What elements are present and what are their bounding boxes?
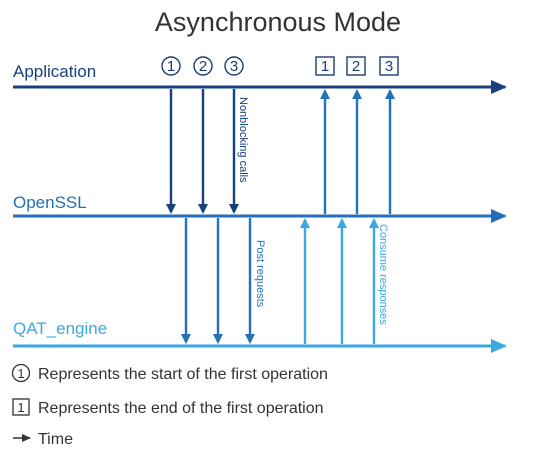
end-marker-2: 2 — [346, 56, 366, 76]
start-marker-3-label: 3 — [230, 58, 238, 75]
legend-end-symbol: 1 — [17, 400, 24, 415]
lane-label-openssl: OpenSSL — [13, 193, 87, 212]
legend-time-item: Time — [13, 431, 73, 448]
lane-label-application: Application — [13, 62, 96, 81]
end-marker-1-label: 1 — [321, 58, 329, 75]
legend-start-item: 1 Represents the start of the first oper… — [11, 363, 328, 383]
legend-end-item: 1 Represents the end of the first operat… — [12, 398, 324, 417]
end-marker-3: 3 — [379, 56, 399, 76]
post-requests-label: Post requests — [254, 240, 266, 308]
start-marker-1-label: 1 — [167, 58, 175, 75]
legend-time-text: Time — [38, 431, 73, 448]
legend-start-text: Represents the start of the first operat… — [38, 366, 328, 383]
legend-end-text: Represents the end of the first operatio… — [38, 400, 324, 417]
page-title: Asynchronous Mode — [155, 7, 401, 37]
lane-label-qat-engine: QAT_engine — [13, 319, 107, 338]
legend-start-symbol: 1 — [17, 366, 24, 381]
start-marker-2: 2 — [193, 56, 213, 76]
end-marker-3-label: 3 — [385, 58, 393, 75]
end-marker-2-label: 2 — [352, 58, 360, 75]
start-marker-3: 3 — [224, 56, 244, 76]
start-marker-1: 1 — [161, 56, 181, 76]
legend: 1 Represents the start of the first oper… — [11, 363, 328, 448]
nonblocking-calls-label: Nonblocking calls — [237, 97, 249, 183]
end-marker-1: 1 — [315, 56, 335, 76]
consume-responses-label: Consume responses — [377, 224, 389, 325]
start-marker-2-label: 2 — [199, 58, 207, 75]
